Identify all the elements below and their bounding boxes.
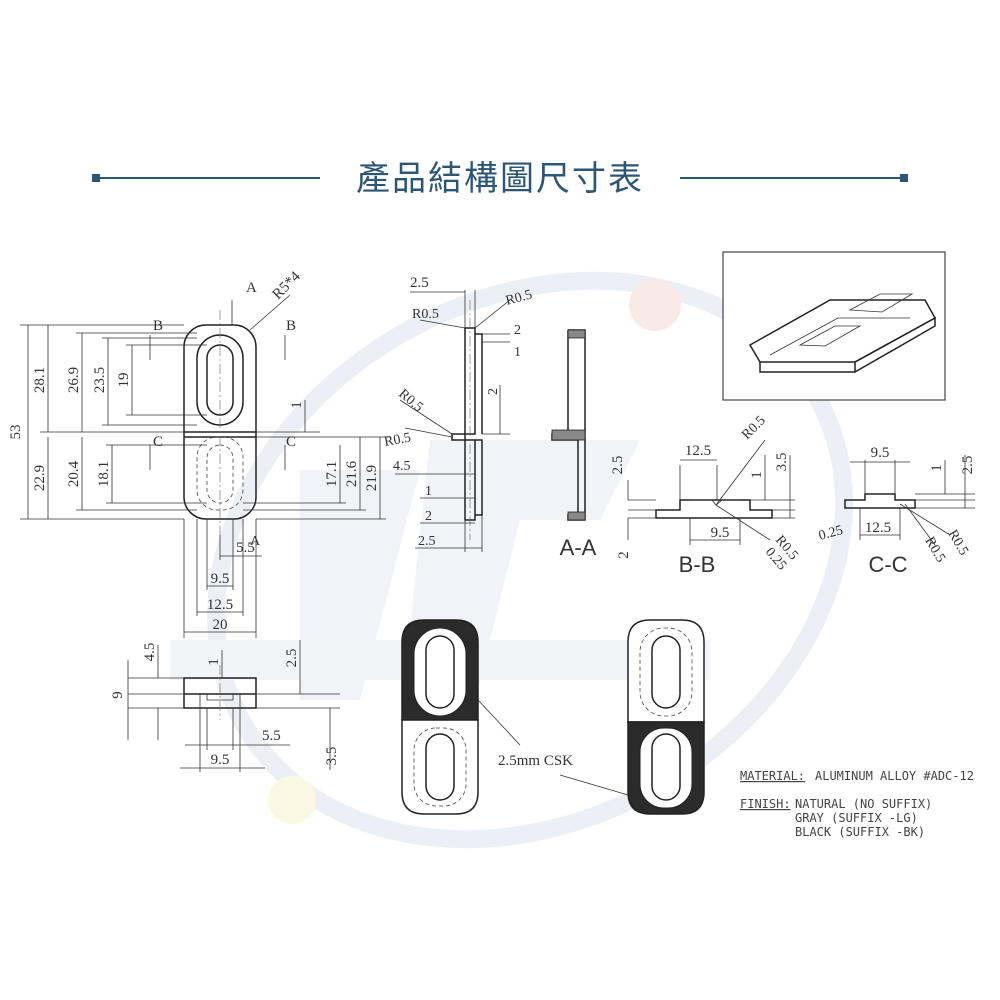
cc-dim-r0-5a: R0.5 [922,535,948,566]
side-dim-top: 2.5 [410,275,429,291]
page-header: 產品結構圖尺寸表 [92,159,908,199]
dim-top-inner: 26.9 [66,367,82,393]
cc-dim-r0-25: 0.25 [817,523,845,544]
section-mark-c-right: C [286,434,296,450]
bb-dim-h2: 2 [616,551,632,559]
bottom-view: 4.5 1 2.5 9 5.5 9.5 3.5 [110,640,340,772]
csk-leader-top [477,699,521,746]
bb-dim-h1: 1 [749,471,765,479]
csk-leader-bottom [559,774,629,796]
dim-top-slot: 23.5 [92,367,108,393]
material-label: MATERIAL: [740,769,805,783]
side-dim-h1: 1 [514,345,521,360]
bv-dim-w9-5: 9.5 [211,752,230,768]
finish-natural: NATURAL (NO SUFFIX) [795,797,932,811]
section-mark-a: A [246,280,257,296]
title-right-marker [900,174,908,182]
title-left-marker [92,174,100,182]
bv-dim-h3-5: 3.5 [324,747,340,766]
finish-black: BLACK (SUFFIX -BK) [795,825,925,839]
dim-width-20: 20 [213,617,228,633]
dim-right-a: 17.1 [324,461,340,487]
side-dim-mid2: 2 [486,388,501,395]
front-view: A B B C C A R5*4 [8,268,390,638]
section-a-a-label: A-A [560,535,597,560]
bv-dim-h9: 9 [110,691,126,699]
side-dim-b2: 2 [425,509,432,524]
dim-width-9-5: 9.5 [211,571,230,587]
side-view: 2.5 R0.5 R0.5 2 1 2 R0.5 R0.5 4.5 1 2 2.… [383,275,534,552]
csk-view-bottom-finish [627,619,705,815]
finish-label: FINISH: [740,797,791,811]
dim-bottom-slot: 18.1 [96,461,112,487]
bv-dim-h4-5: 4.5 [142,643,158,662]
dim-right-c: 21.9 [364,465,380,491]
section-a-a: A-A [551,329,597,560]
section-mark-c-left: C [153,434,163,450]
dim-bottom-inner: 20.4 [66,460,82,487]
side-dim-b1: 1 [425,484,432,499]
isometric-preview [722,251,946,401]
dim-top-total: 28.1 [32,367,48,393]
cc-dim-r0-5b: R0.5 [945,528,971,559]
material-notes: MATERIAL: ALUMINUM ALLOY #ADC-12 FINISH:… [740,769,974,839]
dim-top-slot-inner: 19 [116,373,132,388]
bv-dim-h2-5: 2.5 [284,649,300,668]
bb-dim-r0-5: R0.5 [739,413,769,443]
section-mark-b-left: B [153,318,163,334]
dim-width-12-5: 12.5 [207,597,233,613]
section-mark-b-right: B [286,318,296,334]
dim-total-height: 53 [8,425,24,440]
cc-dim-w12-5: 12.5 [865,520,891,536]
bb-dim-h3-5: 3.5 [774,453,790,472]
section-b-b-label: B-B [679,552,716,577]
bv-dim-h1: 1 [206,658,222,666]
side-dim-b2-5: 2.5 [418,534,436,549]
bb-dim-w9-5: 9.5 [711,525,730,541]
bb-dim-w12-5: 12.5 [685,443,711,459]
section-mark-a-bottom: A [250,534,261,549]
side-dim-r2: R0.5 [412,307,439,322]
dim-gap: 1 [289,401,305,409]
dim-slot-width: 5.5 [236,540,255,556]
section-b-b: 12.5 2.5 R0.5 3.5 1 9.5 2 R0.5 0.25 B-B [610,413,801,577]
page-title: 產品結構圖尺寸表 [356,159,644,199]
bb-dim-h2-5: 2.5 [610,456,626,475]
section-c-c-label: C-C [868,552,907,577]
csk-label: 2.5mm CSK [498,753,573,769]
dim-bottom-total: 22.9 [32,465,48,491]
side-dim-r1: R0.5 [504,287,534,308]
side-dim-h2: 2 [514,323,521,338]
cc-dim-w9-5: 9.5 [871,445,890,461]
side-dim-r3: R0.5 [395,387,425,416]
finish-gray: GRAY (SUFFIX -LG) [795,811,918,825]
material-value: ALUMINUM ALLOY #ADC-12 [815,769,974,783]
side-dim-r4: R0.5 [383,431,412,450]
cc-dim-h2-5: 2.5 [960,456,976,475]
csk-view-top-finish [401,619,479,815]
cc-dim-h1: 1 [929,464,945,472]
side-dim-w4-5: 4.5 [393,459,411,474]
dim-right-b: 21.6 [344,460,360,487]
bv-dim-w5-5: 5.5 [262,728,281,744]
